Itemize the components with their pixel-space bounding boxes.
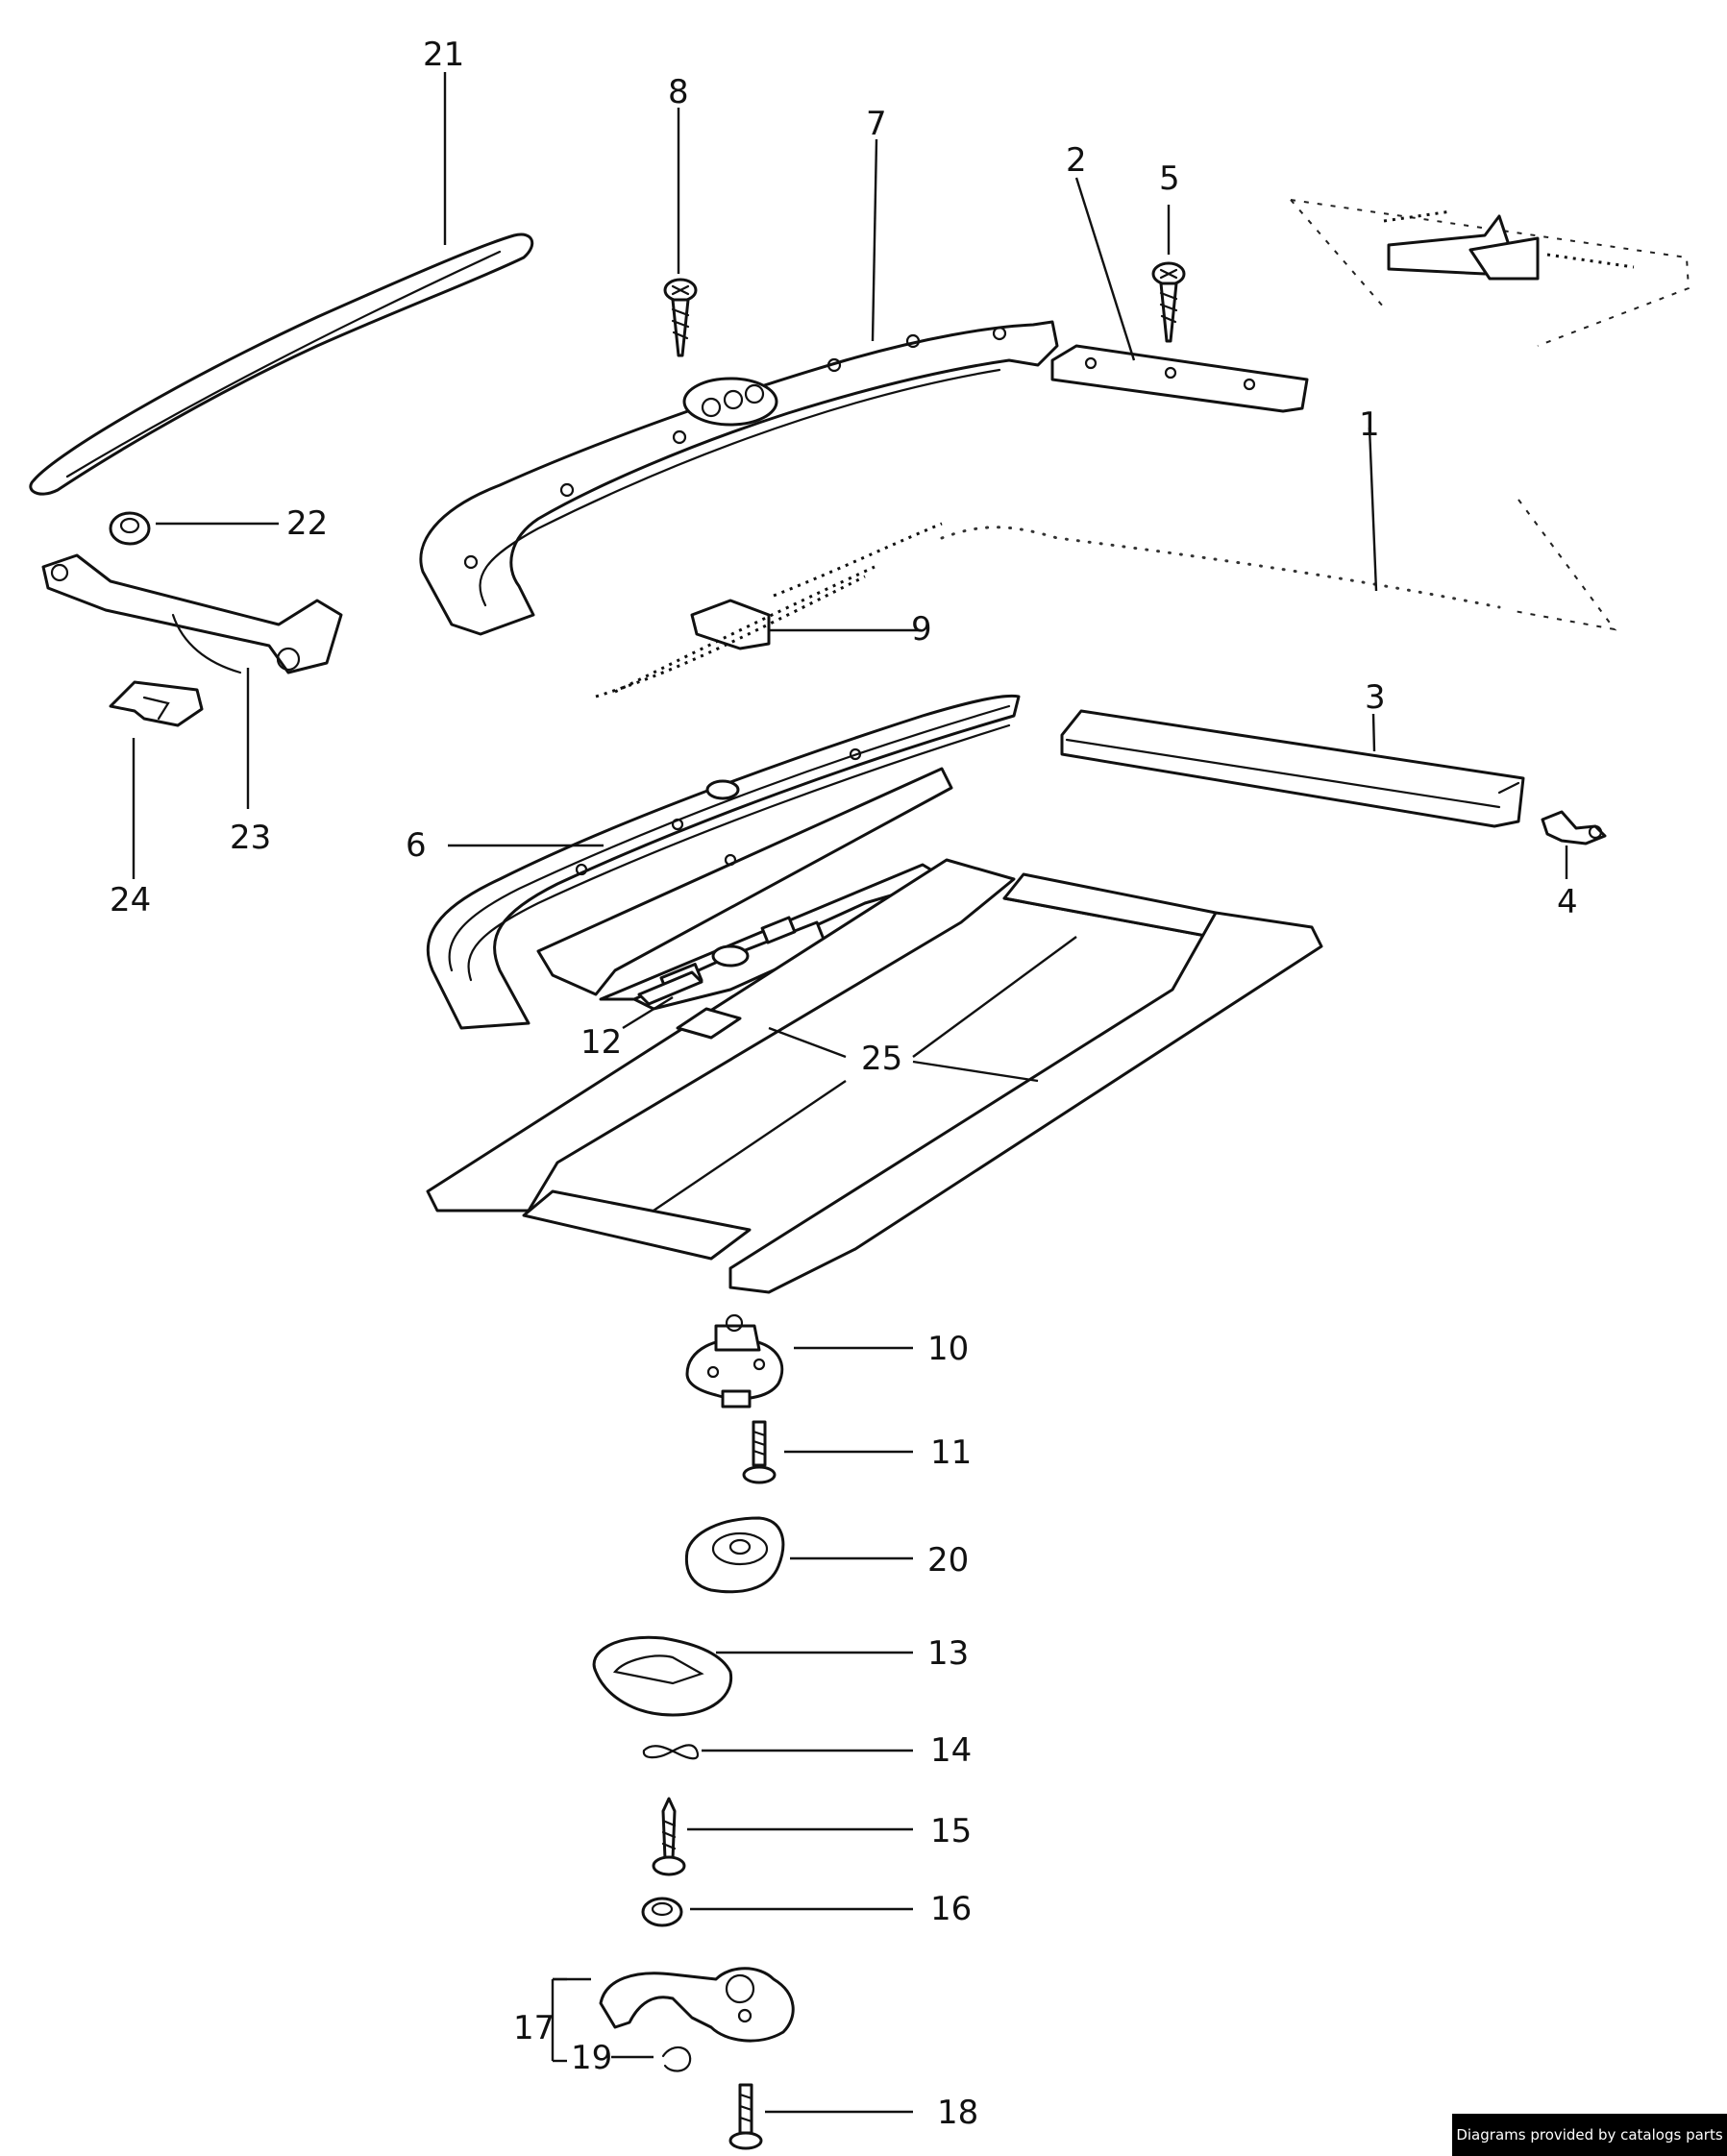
callout-3: 3 <box>1365 678 1386 717</box>
part-11-bolt <box>742 1420 777 1484</box>
callout-1: 1 <box>1359 405 1380 444</box>
part-16-grommet <box>641 1897 683 1927</box>
callout-19: 19 <box>571 2039 612 2077</box>
part-20-cover <box>684 1516 785 1594</box>
part-23-hinge-arm <box>41 553 343 674</box>
callout-12: 12 <box>580 1023 622 1062</box>
callout-7: 7 <box>866 105 887 143</box>
callout-labels: 21 8 7 2 5 1 22 9 3 23 24 6 4 12 25 10 1… <box>110 36 1578 2132</box>
part-5-screw <box>1151 261 1186 343</box>
part-13-trim <box>592 1635 733 1717</box>
callout-22: 22 <box>286 504 328 543</box>
callout-4: 4 <box>1557 883 1578 921</box>
part-24-clip <box>109 680 204 727</box>
part-3-channel-rail <box>1060 709 1525 828</box>
part-18-bolt <box>728 2083 763 2150</box>
leader-lines <box>132 72 1568 2114</box>
part-14-spring-clip <box>642 1744 700 1760</box>
callout-24: 24 <box>110 881 151 919</box>
callout-6: 6 <box>406 826 427 865</box>
callout-18: 18 <box>937 2094 978 2132</box>
callout-13: 13 <box>927 1634 969 1673</box>
part-1-sunroof-panel <box>940 199 1690 631</box>
part-21-seal-strip <box>29 233 534 496</box>
part-9-cable-guide <box>595 522 943 698</box>
callout-16: 16 <box>930 1890 972 1928</box>
part-12-plate <box>637 970 703 1006</box>
part-7-guide-rail <box>419 320 1059 636</box>
part-2-bracket-bar <box>1050 344 1309 413</box>
callout-9: 9 <box>911 610 932 649</box>
callout-11: 11 <box>930 1433 972 1472</box>
part-15-screw <box>652 1797 686 1876</box>
callout-23: 23 <box>230 819 271 857</box>
callout-5: 5 <box>1159 159 1180 198</box>
part-4-guide-pin <box>1541 810 1607 845</box>
part-25-foam-pads <box>426 858 1323 1294</box>
callout-14: 14 <box>930 1731 972 1770</box>
callout-2: 2 <box>1066 141 1087 180</box>
part-22-grommet <box>109 511 151 546</box>
part-10-gear-housing <box>685 1313 784 1409</box>
callout-17: 17 <box>513 2009 555 2047</box>
part-17-crank-handle <box>599 1967 795 2043</box>
part-19-spring <box>661 2046 692 2072</box>
callout-25: 25 <box>861 1040 902 1078</box>
callout-15: 15 <box>930 1812 972 1850</box>
credit-banner: Diagrams provided by catalogs parts <box>1452 2114 1727 2156</box>
callout-20: 20 <box>927 1541 969 1580</box>
callout-21: 21 <box>423 36 464 74</box>
callout-8: 8 <box>668 73 689 111</box>
callout-10: 10 <box>927 1330 969 1368</box>
part-8-screw <box>663 278 698 357</box>
part-6-frame-assembly <box>426 694 1021 1030</box>
